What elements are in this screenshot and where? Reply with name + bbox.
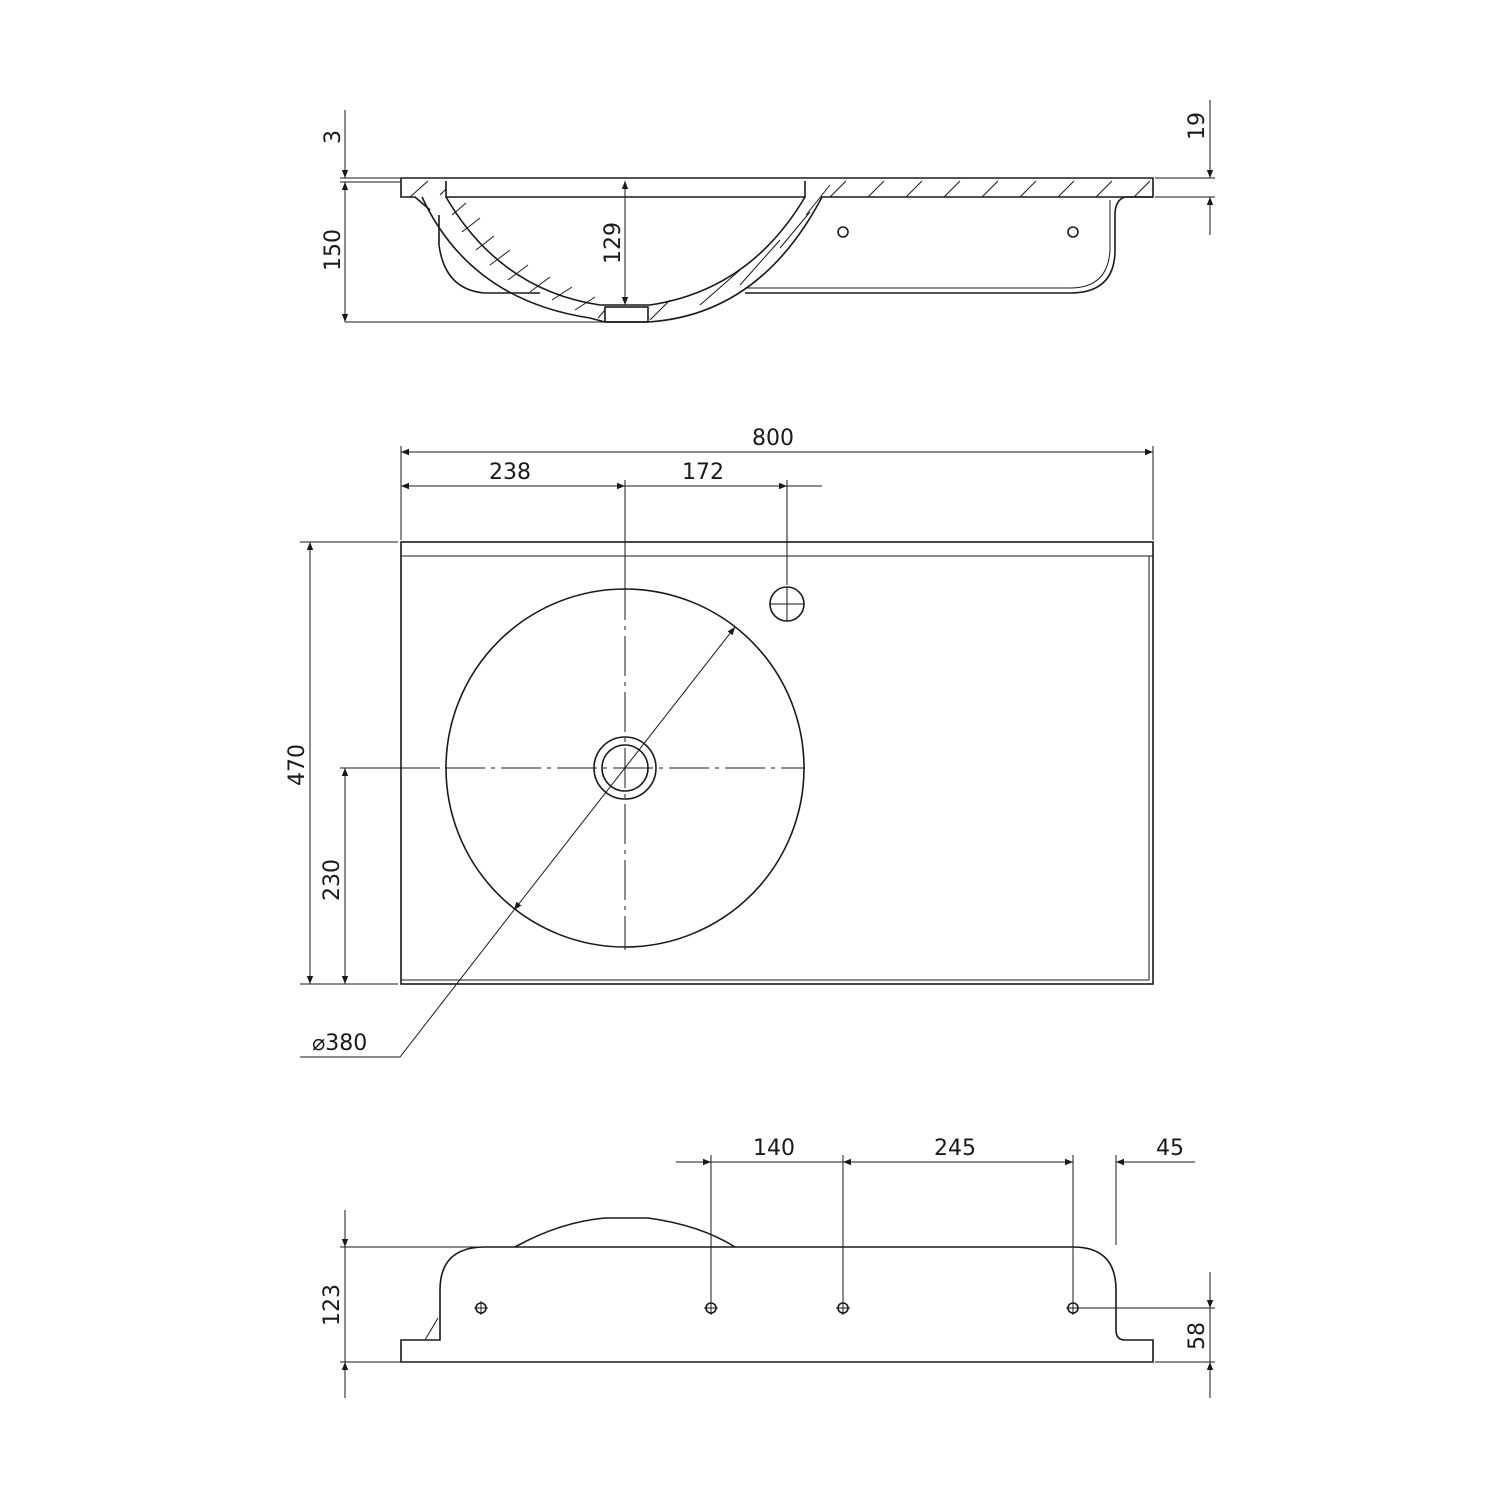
- mounting-hole: [837, 226, 849, 238]
- mounting-holes: [474, 1301, 1080, 1315]
- hatching: [409, 180, 1151, 321]
- dim-slab-thickness: 19: [1185, 112, 1210, 140]
- front-outline: [400, 1246, 1154, 1363]
- dim-depth: 470: [285, 744, 310, 786]
- dim-faucet-offset: 172: [682, 460, 724, 485]
- dim-top-edge: 3: [321, 130, 346, 144]
- countertop-outline: [400, 541, 1154, 985]
- bowl-hump: [514, 1217, 736, 1248]
- dim-hole-spacing-1: 140: [753, 1136, 795, 1161]
- dim-height: 123: [320, 1284, 345, 1326]
- dim-hole-spacing-2: 245: [934, 1136, 976, 1161]
- dim-hole-height: 58: [1185, 1322, 1210, 1350]
- front-view: 140 245 45 123 58: [320, 1136, 1215, 1398]
- dim-bowl-depth: 129: [601, 222, 626, 264]
- dim-bowl-center-x: 238: [489, 460, 531, 485]
- dim-bowl-center-y: 230: [320, 859, 345, 901]
- plan-view: 800 238 172 470 230 ⌀380: [285, 426, 1154, 1058]
- dim-total-height: 150: [321, 229, 346, 271]
- mounting-hole: [1067, 226, 1079, 238]
- bowl-outer: [421, 196, 1153, 323]
- drain-section: [604, 306, 649, 323]
- section-view: 3 150 129 19: [321, 100, 1215, 323]
- dim-width: 800: [752, 426, 794, 451]
- dim-bowl-diameter: ⌀380: [312, 1031, 367, 1056]
- dim-edge-offset: 45: [1156, 1136, 1184, 1161]
